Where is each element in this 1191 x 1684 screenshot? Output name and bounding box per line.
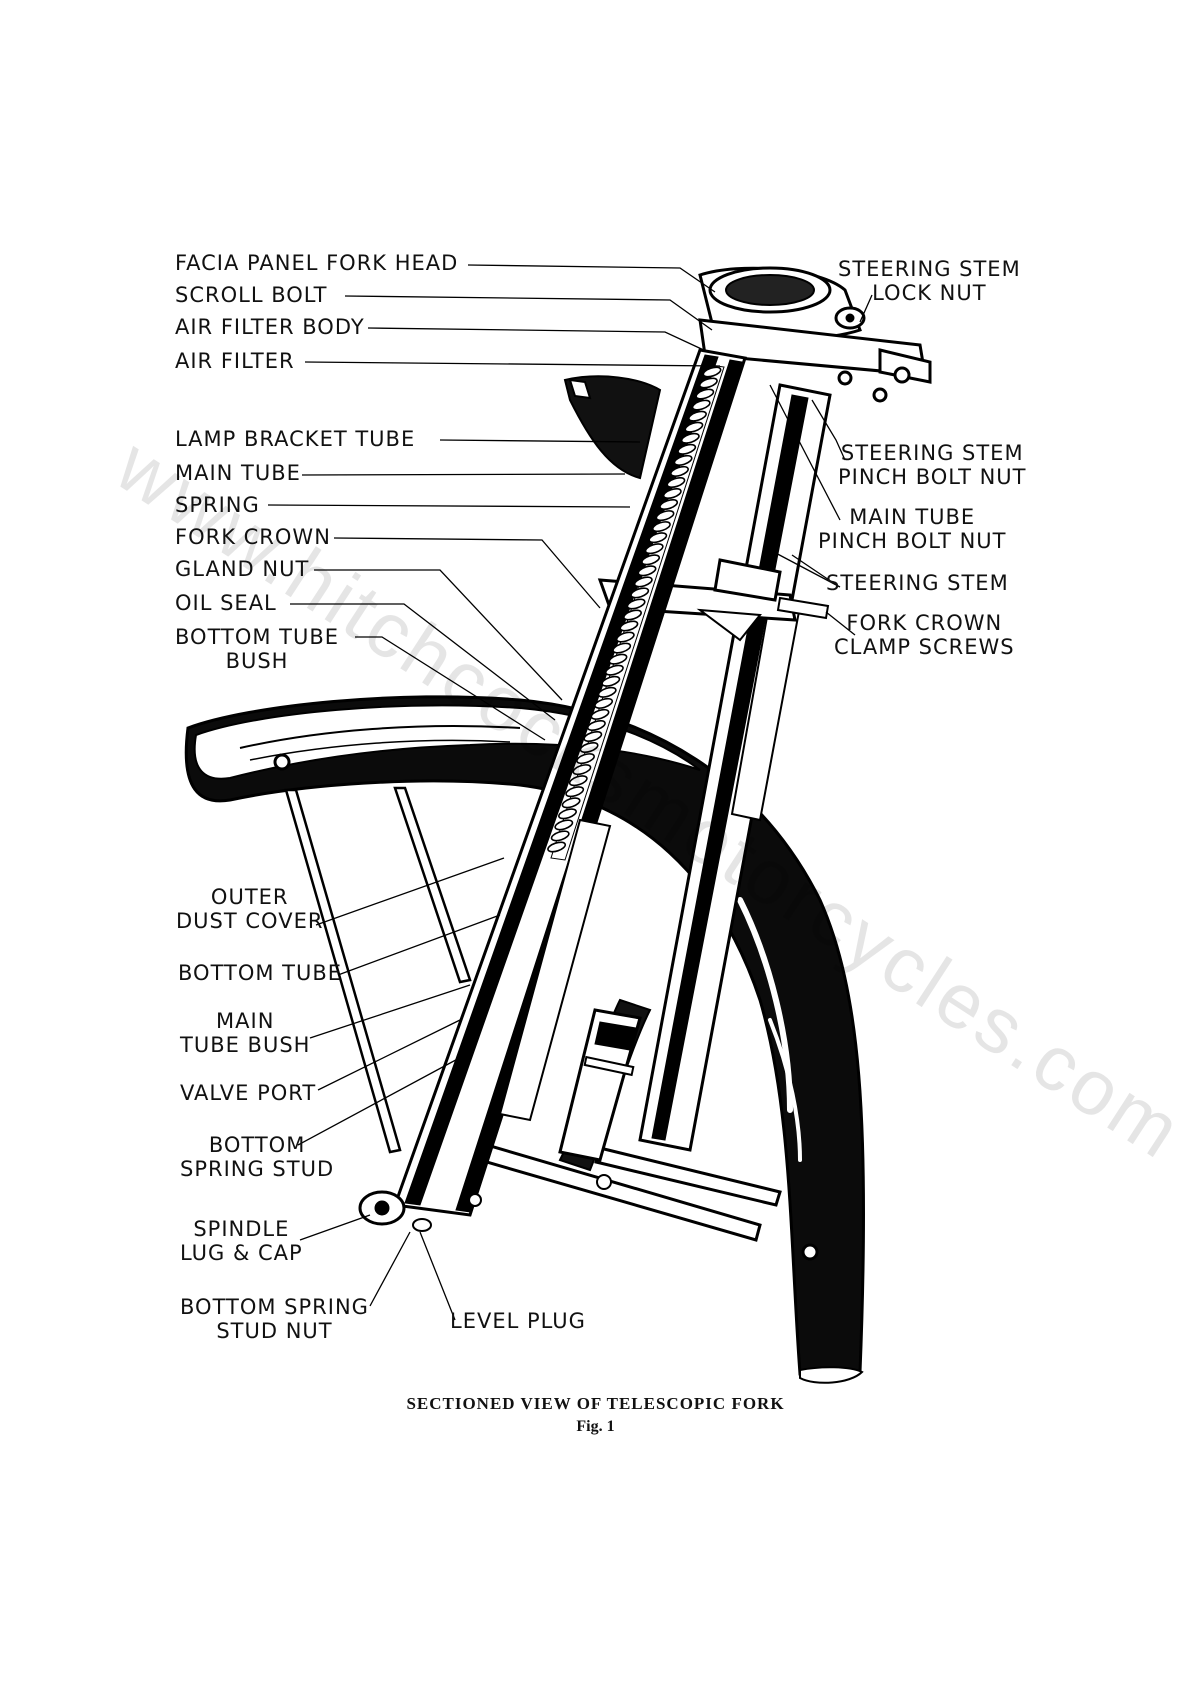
spring-coil (586, 719, 606, 732)
spring-coil (677, 443, 697, 455)
spring-coil (695, 388, 715, 400)
spring-coil (554, 819, 574, 831)
spring-coil (583, 730, 603, 743)
spring-coil (608, 653, 628, 665)
spring-coil (680, 432, 700, 444)
spring-coil (594, 697, 614, 709)
spring-coil (547, 841, 567, 853)
spring-coil (662, 487, 682, 500)
bottom-tube (498, 818, 642, 1162)
label-scroll-bolt: SCROLL BOLT (175, 283, 328, 307)
spring-coil (684, 421, 704, 433)
spring-coil (601, 675, 621, 687)
label-spring: SPRING (175, 493, 260, 517)
label-oil-seal: OIL SEAL (175, 591, 277, 615)
spring-coil (561, 797, 581, 809)
spring-coil (626, 598, 646, 610)
label-steering-stem: STEERING STEM (826, 571, 1009, 595)
spring-coil (630, 587, 650, 599)
spring-coil (651, 521, 671, 533)
spring-coil (597, 686, 617, 698)
spring-coil (641, 554, 661, 566)
spring-coil (648, 532, 668, 544)
spring-coil (558, 808, 577, 820)
spring-coil (590, 708, 610, 720)
spring-coil (572, 764, 592, 776)
label-fork-crown: FORK CROWN (175, 525, 331, 549)
label-facia-panel-fork-head: FACIA PANEL FORK HEAD (175, 251, 459, 275)
spring-coil (666, 476, 686, 489)
spring-coil (644, 543, 664, 555)
spring-coil (615, 631, 635, 643)
spring-coil (550, 830, 570, 842)
spring-coil (673, 454, 693, 466)
spring-coil (670, 465, 689, 477)
label-valve-port: VALVE PORT (180, 1081, 317, 1105)
spring-coil (576, 753, 595, 765)
spring-coil (637, 565, 657, 577)
figure-number: Fig. 1 (576, 1418, 615, 1435)
spring-coil (604, 664, 624, 676)
spring-coil (688, 410, 707, 422)
spring-coil (659, 498, 679, 511)
spring-coil (655, 510, 675, 522)
spring-coil (579, 741, 599, 754)
spring-coil (623, 609, 642, 621)
label-air-filter: AIR FILTER (175, 349, 295, 373)
label-gland-nut: GLAND NUT (175, 557, 310, 581)
spring-coil (612, 642, 632, 654)
spring-coil (702, 366, 722, 378)
label-level-plug: LEVEL PLUG (450, 1309, 586, 1333)
label-bottom-tube: BOTTOM TUBE (178, 961, 343, 985)
spring-coil (619, 620, 639, 632)
figure-caption: SECTIONED VIEW OF TELESCOPIC FORK (406, 1394, 785, 1413)
spring-coil (633, 576, 653, 588)
label-main-tube: MAIN TUBE (175, 461, 301, 485)
spring-coil (568, 775, 588, 787)
fork-head (698, 266, 932, 403)
spring-coil (698, 377, 718, 389)
fork-spring (547, 366, 722, 853)
label-air-filter-body: AIR FILTER BODY (175, 315, 365, 339)
leader-lines (267, 264, 873, 1321)
spindle-lug (358, 1174, 612, 1232)
spring-coil (691, 399, 711, 411)
spring-coil (565, 786, 585, 798)
lamp-bracket (563, 375, 662, 480)
label-lamp-bracket-tube: LAMP BRACKET TUBE (175, 427, 416, 451)
